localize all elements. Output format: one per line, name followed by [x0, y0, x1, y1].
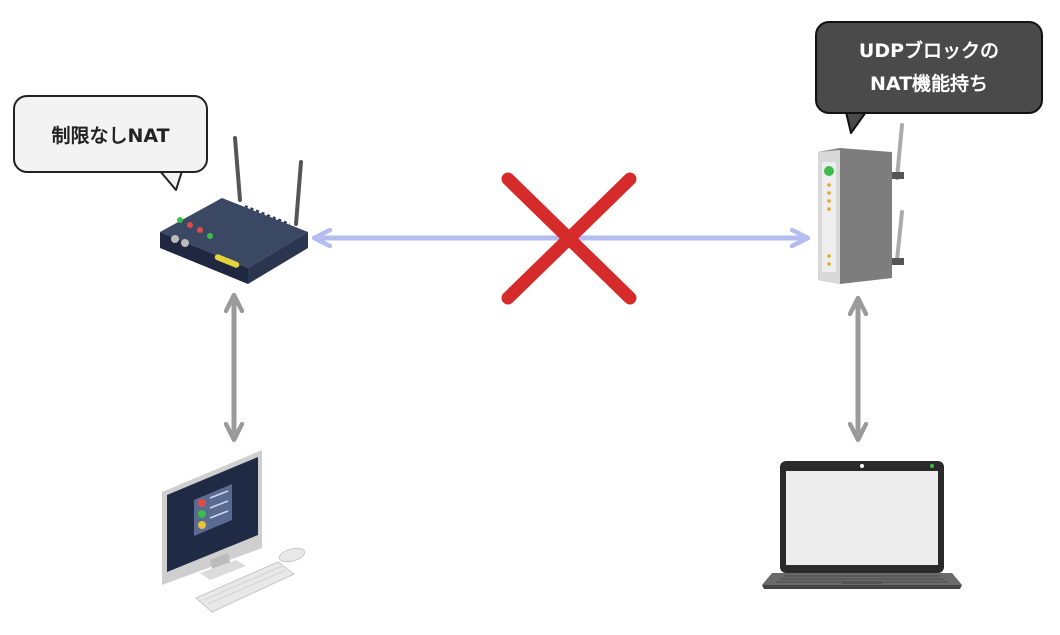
right-router-label-bubble: UDPブロックの NAT機能持ち	[815, 21, 1043, 114]
blocked-cross-icon	[501, 172, 637, 305]
left-router-label-bubble: 制限なしNAT	[13, 95, 208, 173]
desktop-computer-icon	[162, 450, 306, 613]
left-bubble-tail	[159, 170, 183, 191]
server-router-icon	[818, 123, 904, 284]
laptop-icon	[762, 461, 962, 589]
left-router-label: 制限なしNAT	[51, 124, 170, 147]
router-icon	[160, 136, 308, 284]
right-router-label-line1: UDPブロックの	[858, 39, 1000, 62]
right-bubble-tail	[845, 111, 867, 134]
right-router-label-line2: NAT機能持ち	[869, 72, 989, 95]
